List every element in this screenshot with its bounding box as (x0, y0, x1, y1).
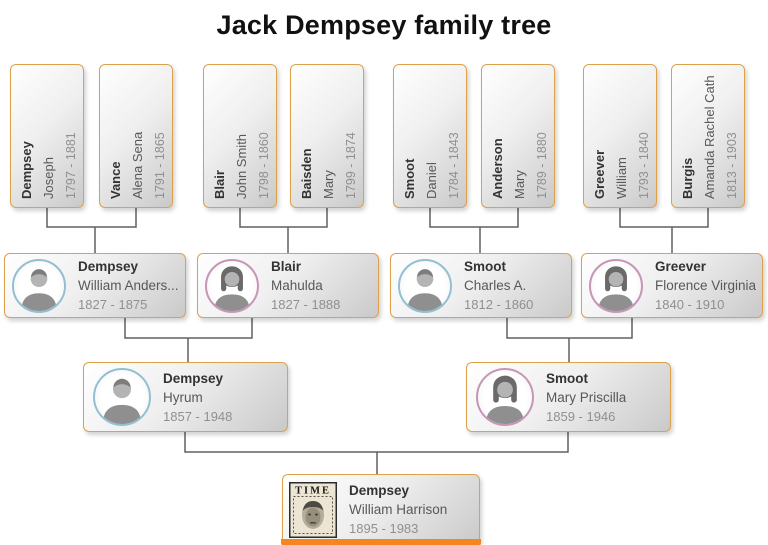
person-surname: Baisden (299, 148, 314, 199)
person-given-name: Charles A. (464, 278, 527, 293)
person-surname: Dempsey (349, 483, 410, 498)
selection-highlight-bar (281, 539, 481, 545)
person-years: 1797 - 1881 (64, 132, 78, 199)
person-card[interactable]: Vance Alena Sena 1791 - 1865 (99, 64, 173, 208)
person-given-name: Mary (321, 170, 336, 199)
person-given-name: Alena Sena (130, 131, 145, 199)
person-card[interactable]: Dempsey Joseph 1797 - 1881 (10, 64, 84, 208)
person-years: 1798 - 1860 (257, 132, 271, 199)
person-card[interactable]: Blair John Smith 1798 - 1860 (203, 64, 277, 208)
person-surname: Greever (592, 149, 607, 199)
person-surname: Smoot (402, 158, 417, 199)
male-avatar-icon (398, 258, 452, 313)
person-surname: Dempsey (19, 141, 34, 199)
person-given-name: Florence Virginia (655, 278, 757, 293)
person-given-name: Amanda Rachel Cath... (702, 75, 717, 199)
person-given-name: Daniel (424, 162, 439, 199)
person-surname: Burgis (680, 157, 695, 199)
person-years: 1859 - 1946 (546, 408, 616, 424)
person-years: 1827 - 1888 (271, 297, 341, 312)
person-given-name: William (614, 157, 629, 199)
svg-text:TIME: TIME (295, 485, 331, 496)
male-avatar-icon (12, 258, 66, 313)
person-years: 1784 - 1843 (447, 132, 461, 199)
person-card[interactable]: Baisden Mary 1799 - 1874 (290, 64, 364, 208)
person-years: 1827 - 1875 (78, 297, 148, 312)
person-years: 1857 - 1948 (163, 408, 233, 424)
person-surname: Greever (655, 259, 707, 274)
person-given-name: William Anders... (78, 278, 179, 293)
person-surname: Dempsey (78, 259, 139, 274)
person-given-name: John Smith (234, 133, 249, 199)
person-surname: Vance (108, 161, 123, 199)
person-surname: Blair (271, 259, 302, 274)
person-years: 1789 - 1880 (535, 132, 549, 199)
page-title: Jack Dempsey family tree (216, 10, 552, 40)
person-card[interactable]: Greever William 1793 - 1840 (583, 64, 657, 208)
person-given-name: Mary (512, 170, 527, 199)
person-years: 1793 - 1840 (637, 132, 651, 199)
person-given-name: Hyrum (163, 389, 203, 405)
time-magazine-cover-thumbnail: TIME (289, 481, 337, 538)
person-surname: Blair (212, 170, 227, 199)
person-given-name: William Harrison (349, 502, 448, 517)
person-surname: Anderson (490, 138, 505, 199)
person-card[interactable]: Smoot Daniel 1784 - 1843 (393, 64, 467, 208)
person-years: 1812 - 1860 (464, 297, 534, 312)
person-given-name: Joseph (41, 157, 56, 199)
female-avatar-icon (205, 258, 259, 313)
person-surname: Smoot (464, 259, 506, 274)
person-card[interactable]: Burgis Amanda Rachel Cath... 1813 - 1903 (671, 64, 745, 208)
person-years: 1895 - 1983 (349, 521, 419, 536)
person-surname: Smoot (546, 370, 588, 386)
person-years: 1840 - 1910 (655, 297, 725, 312)
female-avatar-icon (476, 368, 534, 426)
person-surname: Dempsey (163, 370, 224, 386)
male-avatar-icon (93, 368, 151, 426)
person-given-name: Mary Priscilla (546, 389, 627, 405)
person-given-name: Mahulda (271, 278, 323, 293)
person-years: 1799 - 1874 (344, 132, 358, 199)
person-years: 1791 - 1865 (153, 132, 167, 199)
female-avatar-icon (589, 258, 643, 313)
person-years: 1813 - 1903 (725, 132, 739, 199)
